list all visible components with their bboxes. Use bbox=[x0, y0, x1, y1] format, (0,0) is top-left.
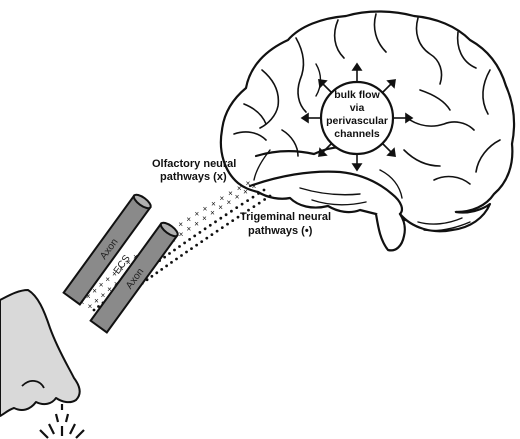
olfactory-x-mark: × bbox=[218, 203, 223, 212]
trigeminal-dot-mark bbox=[246, 199, 250, 203]
olfactory-x-mark: × bbox=[237, 184, 242, 193]
olfactory-label-1: Olfactory neural bbox=[152, 158, 236, 170]
trigeminal-dot-mark bbox=[231, 219, 235, 223]
spray-icon bbox=[39, 404, 85, 439]
trigeminal-dot-mark bbox=[183, 241, 187, 245]
trigeminal-dot-mark bbox=[219, 216, 223, 220]
trigeminal-dot-mark bbox=[208, 223, 212, 227]
bulk-flow-label-2: via bbox=[350, 102, 365, 114]
trigeminal-dot-mark bbox=[263, 198, 266, 201]
trigeminal-dot-mark bbox=[257, 201, 261, 205]
olfactory-x-mark: × bbox=[243, 187, 248, 196]
olfactory-x-mark: × bbox=[228, 189, 233, 198]
olfactory-x-mark: × bbox=[179, 230, 184, 239]
trigeminal-dot-mark bbox=[215, 229, 219, 233]
trigeminal-dot-mark bbox=[257, 192, 260, 195]
trigeminal-dot-mark bbox=[195, 243, 199, 247]
axon-bottom: Axon bbox=[89, 221, 179, 334]
trigeminal-dot-mark bbox=[247, 208, 250, 212]
trigeminal-dot-mark bbox=[193, 234, 197, 238]
olfactory-x-mark: × bbox=[186, 215, 191, 224]
trigeminal-dot-mark bbox=[236, 215, 240, 219]
trigeminal-dot-mark bbox=[226, 222, 229, 226]
olfactory-x-mark: × bbox=[211, 199, 216, 208]
trigeminal-dot-mark bbox=[198, 231, 202, 234]
trigeminal-dot-mark bbox=[214, 220, 217, 224]
olfactory-x-mark: × bbox=[219, 194, 224, 203]
olfactory-x-mark: × bbox=[246, 179, 251, 188]
olfactory-x-mark: × bbox=[186, 225, 191, 234]
trigeminal-dot-mark bbox=[262, 188, 266, 192]
trigeminal-dot-mark bbox=[200, 240, 204, 244]
olfactory-x-mark: × bbox=[194, 219, 199, 228]
trigeminal-dot-mark bbox=[175, 257, 178, 261]
bulk-flow-label-1: bulk flow bbox=[334, 89, 380, 101]
trigeminal-dot-mark bbox=[92, 308, 96, 312]
olfactory-x-mark: × bbox=[210, 209, 215, 218]
bulk-flow-label-4: channels bbox=[334, 128, 380, 140]
axon-top: Axon bbox=[62, 193, 152, 306]
trigeminal-dot-mark bbox=[165, 264, 169, 268]
trigeminal-dot-mark bbox=[173, 248, 176, 252]
trigeminal-dot-mark bbox=[170, 261, 173, 264]
olfactory-x-mark: × bbox=[92, 286, 97, 295]
trigeminal-dot-mark bbox=[190, 247, 193, 251]
trigeminal-dot-mark bbox=[220, 226, 224, 230]
olfactory-x-mark: × bbox=[94, 296, 99, 305]
trigeminal-label-1: Trigeminal neural bbox=[240, 211, 331, 223]
olfactory-x-mark: × bbox=[119, 264, 124, 273]
trigeminal-dot-mark bbox=[224, 213, 228, 217]
trigeminal-label-2: pathways (•) bbox=[248, 225, 313, 237]
trigeminal-dot-mark bbox=[188, 238, 192, 241]
bulk-flow-region: bulk flow via perivascular channels bbox=[300, 62, 414, 172]
olfactory-x-mark: × bbox=[112, 269, 117, 278]
olfactory-x-mark: × bbox=[203, 205, 208, 214]
trigeminal-dot-mark bbox=[205, 236, 209, 240]
olfactory-x-mark: × bbox=[88, 302, 93, 311]
olfactory-x-mark: × bbox=[252, 182, 257, 191]
olfactory-x-mark: × bbox=[105, 275, 110, 284]
trigeminal-dot-mark bbox=[185, 250, 188, 254]
trigeminal-dot-mark bbox=[251, 195, 255, 199]
nose-outline bbox=[0, 289, 81, 417]
trigeminal-dot-mark bbox=[252, 205, 256, 209]
trigeminal-dot-mark bbox=[178, 245, 181, 248]
trigeminal-dot-mark bbox=[160, 268, 164, 271]
olfactory-x-mark: × bbox=[86, 292, 91, 301]
olfactory-x-mark: × bbox=[107, 285, 112, 294]
olfactory-x-mark: × bbox=[178, 220, 183, 229]
olfactory-x-mark: × bbox=[101, 291, 106, 300]
trigeminal-dot-mark bbox=[235, 206, 239, 210]
bulk-flow-label-3: perivascular bbox=[326, 115, 388, 127]
trigeminal-dot-mark bbox=[180, 254, 183, 257]
trigeminal-dot-mark bbox=[241, 212, 245, 216]
trigeminal-dot-mark bbox=[168, 252, 171, 255]
olfactory-x-mark: × bbox=[235, 193, 240, 202]
trigeminal-dot-mark bbox=[240, 202, 244, 206]
olfactory-x-mark: × bbox=[126, 258, 131, 267]
olfactory-x-mark: × bbox=[226, 198, 231, 207]
olfactory-x-mark: × bbox=[99, 281, 104, 290]
olfactory-x-mark: × bbox=[194, 210, 199, 219]
trigeminal-dot-mark bbox=[230, 209, 233, 213]
trigeminal-dot-mark bbox=[210, 233, 214, 237]
olfactory-x-mark: × bbox=[133, 253, 138, 262]
trigeminal-dot-mark bbox=[150, 274, 154, 278]
trigeminal-dot-mark bbox=[163, 255, 167, 259]
trigeminal-dot-mark bbox=[268, 194, 272, 198]
olfactory-label-2: pathways (x) bbox=[160, 171, 227, 183]
trigeminal-dot-mark bbox=[203, 227, 207, 231]
olfactory-x-mark: × bbox=[202, 214, 207, 223]
trigeminal-dot-mark bbox=[155, 271, 159, 275]
